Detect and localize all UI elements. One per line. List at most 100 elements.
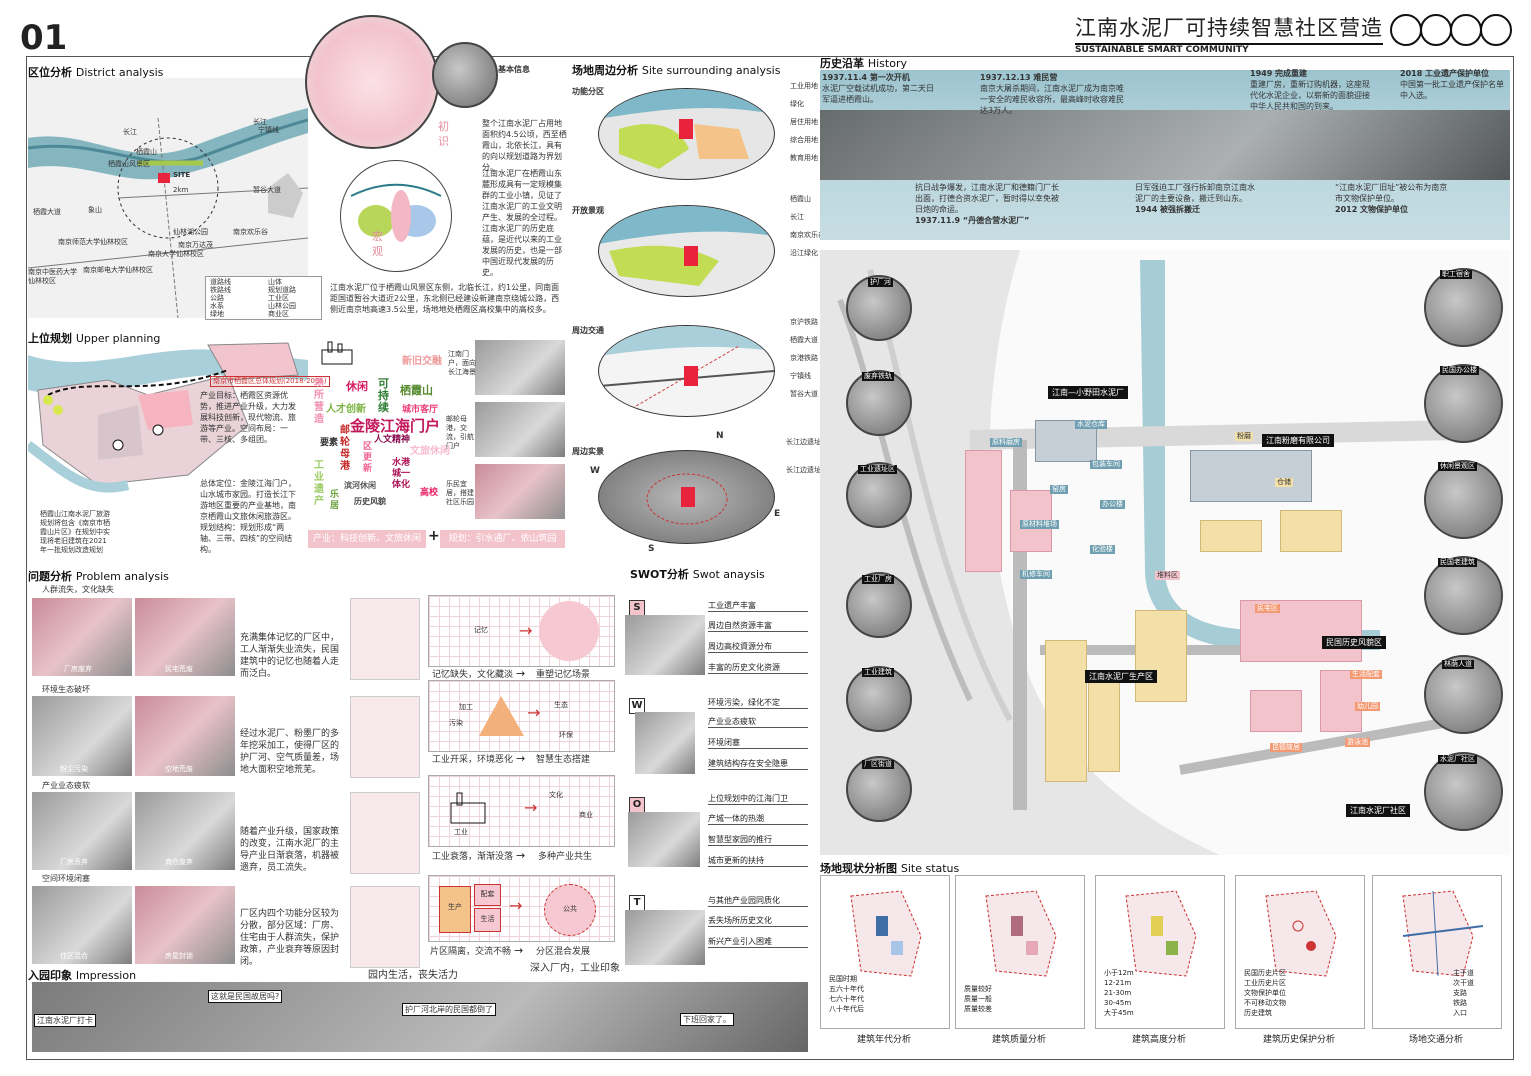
problem-photo-1b (135, 598, 235, 676)
word-5: 人才创新 (326, 404, 366, 415)
bldg-pink-4 (1320, 670, 1362, 732)
legend-tr-2: 京港铁路 (790, 354, 818, 362)
problem-title-4: 空间环境闭塞 (42, 874, 90, 883)
site-blue-4: 办公楼 (1100, 500, 1125, 509)
status-panel-4: 主干道 次干道 支路 铁路 入口 (1372, 875, 1502, 1029)
site-blue-1: 原料磨房 (990, 438, 1022, 447)
problem-photo-4a (32, 886, 132, 964)
planning-map (24, 335, 308, 560)
ellipse-traffic (598, 325, 775, 417)
site-photo-7 (1424, 364, 1503, 443)
map-label-ningzhen: 宁镇线 (258, 126, 279, 134)
result-arrow-1: → (516, 667, 526, 680)
legend-fn-3: 综合用地 (790, 136, 818, 144)
swot-s-0: 工业遗产丰富 (708, 600, 808, 612)
history-event-2: 1949 完成重建重建厂房，重新订购机器，这座现代化水泥企业，以崭新的面貌迎接中… (1250, 69, 1370, 111)
problem-photo-2b (135, 696, 235, 776)
swot-w-1: 产业业态疲软 (708, 716, 808, 728)
history-event-6: “江南水泥厂旧址”被公布为南京市文物保护单位。2012 文物保护单位 (1335, 183, 1448, 214)
problem-photo-1a (32, 598, 132, 676)
header-title: 江南水泥厂可持续智慧社区营造 SUSTAINABLE SMART COMMUNI… (1075, 12, 1383, 55)
legend-fn-1: 绿化 (790, 100, 804, 108)
side-word-chu: 初 (438, 120, 449, 133)
site-blue-9: 仓储 (1275, 478, 1293, 487)
sub-landscape: 开放景观 (572, 206, 604, 215)
status-map-4 (1402, 890, 1484, 977)
bar-plus: + (428, 528, 440, 544)
legend-tr-4: 暂谷大道 (790, 390, 818, 398)
swot-t-2: 新兴产业引入困难 (708, 936, 808, 948)
site-photo-5 (846, 756, 912, 822)
sub-function: 功能分区 (572, 87, 604, 96)
swot-photo-o (628, 812, 700, 867)
site-photo-11 (1424, 752, 1503, 831)
planning-map-svg (24, 342, 308, 493)
map-label-zangu: 暂谷大道 (253, 186, 281, 194)
legend-ph-1: 长江边遗址 (786, 466, 821, 474)
word-8: 邮轮母港 (340, 425, 350, 472)
legend-ph-0: 长江边遗址 (786, 438, 821, 446)
word-11: 要素 (320, 438, 339, 448)
diagram-panel-2: 加工 污染 → 生态 环保 (428, 680, 615, 752)
district-text-3: 江南水泥厂位于栖霞山风景区东侧，北临长江，约1公里，同南面距国道暂谷大道近2公里… (330, 283, 560, 314)
mini-map-2 (350, 696, 420, 778)
site-pink-1: 生活配套 (1350, 670, 1382, 679)
problem-photo-2a (32, 696, 132, 776)
swot-s-2: 周边高校資源分布 (708, 641, 808, 653)
word-4: 新旧交融 (402, 356, 442, 367)
status-map-0 (850, 890, 922, 977)
history-event-4: 抗日战争爆发，江南水泥厂和德籍门厂长出面，打德合资水泥厂，暂时得以幸免被日炮的命… (915, 183, 1059, 225)
problem-photo-3a (32, 792, 132, 870)
district-text-1: 整个江南水泥厂占用地面积约4.5公顷，西至栖霞山，北依长江，具有的向以规划道路为… (482, 119, 567, 172)
basic-info-title: 基本信息 (498, 65, 530, 74)
site-blue-7: 机修车间 (1020, 570, 1052, 579)
site-plan (820, 250, 1510, 855)
legend-ls-2: 南京欢乐谷 (790, 231, 825, 239)
site-photo-6 (1424, 268, 1503, 347)
impression-quote-3: 护厂河北岸的民国都倒了 (402, 1003, 496, 1016)
word-3: 休闲 (346, 380, 368, 393)
site-photo-label-8: 休闲景观区 (1438, 462, 1477, 471)
bar-plan: 规划：引水通厂、依山筑园 (440, 530, 565, 548)
problem-photo-3b (135, 792, 235, 870)
impression-quote-1: 这就是民国故居吗? (208, 990, 283, 1003)
swot-t-0: 与其他产业园同质化 (708, 895, 808, 907)
diagram-circle-1 (539, 601, 599, 661)
arrow-3: → (524, 798, 538, 817)
bldg-pink-1 (965, 450, 1002, 572)
result-a-3: 工业衰落，渐渐没落 (432, 852, 514, 862)
site-blue-5: 原材料堆场 (1020, 520, 1059, 529)
side-word-hong: 宏 (372, 230, 383, 243)
impression-quote-5: 下班回家了。 (680, 1013, 734, 1026)
frame (26, 56, 1514, 1060)
map-label-happy-valley: 南京欢乐谷 (233, 228, 268, 236)
planning-heading: 上位规划 Upper planning (28, 332, 161, 345)
mini-map-1 (350, 598, 420, 680)
result-a-2: 工业开采，环境恶化 (432, 755, 514, 765)
status-panel-0: 民国时期 五六十年代 七六十年代 八十年代后 (820, 875, 950, 1029)
word-13: 水港城一体化 (392, 458, 411, 490)
word-6: 城市客厅 (402, 405, 439, 415)
mountain-icon (479, 696, 524, 736)
problem-title-3: 产业业态疲软 (42, 781, 90, 790)
sub-photo: 周边实景 (572, 447, 604, 456)
factory-icon-2 (450, 792, 486, 824)
diagram-word-process: 加工 (459, 703, 473, 711)
basic-info-photo (432, 42, 498, 108)
problem-text-1: 充满集体记忆的厂区中，工人渐渐失业流失，民国建筑中的记忆也随着人走而泛白。 (240, 633, 340, 679)
result-b-4: 分区混合发展 (536, 947, 591, 957)
status-caption-0: 建筑年代分析 (856, 1035, 911, 1045)
site-blue-0: 水泥仓库 (1075, 420, 1107, 429)
result-arrow-3: → (516, 849, 526, 862)
bldg-pink-5 (1250, 690, 1302, 732)
sub-traffic: 周边交通 (572, 326, 604, 335)
compass-n: N (716, 431, 724, 441)
macro-diagram (350, 183, 442, 242)
plan-caption: 南京市栖霞区总体规划(2018-2035) (210, 376, 330, 387)
district-map: 长江 长江 栖霞山 栖霞山风景区 SITE 2km 宁镇线 暂谷大道 象山 栖霞… (28, 78, 308, 318)
result-a-1: 记忆缺失，文化藏淡 (432, 670, 514, 680)
map-label-site: SITE (173, 171, 191, 179)
legend-ls-3: 沿江绿化 (790, 249, 818, 257)
arrow-2: → (527, 703, 541, 722)
page-number: 01 (20, 18, 68, 58)
